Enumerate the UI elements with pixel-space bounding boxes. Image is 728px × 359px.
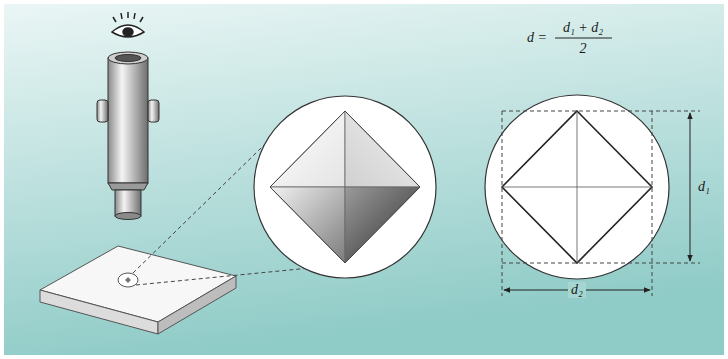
eye <box>112 12 144 37</box>
magnified-indent <box>254 96 436 278</box>
specimen-plate <box>40 246 236 334</box>
formula-text: d = <box>527 30 547 45</box>
measured-indent <box>485 95 700 296</box>
dimension-label: d₂ <box>568 282 586 297</box>
microscope <box>97 52 159 220</box>
formula-numerator: d₁ + d₂ <box>563 20 603 35</box>
background <box>4 4 724 355</box>
formula-denominator: 2 <box>580 41 587 56</box>
dimension-label: d₁ <box>698 179 710 194</box>
dimension-arrow <box>690 113 691 261</box>
fraction-bar <box>555 38 612 39</box>
